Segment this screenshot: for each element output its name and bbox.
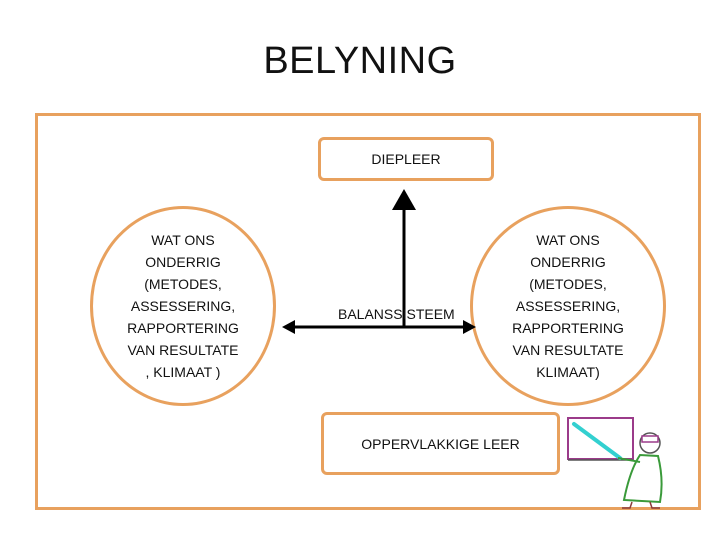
teacher-clipart-icon xyxy=(567,417,663,509)
right-ellipse: WAT ONS ONDERRIG (METODES, ASSESSERING, … xyxy=(470,206,666,406)
slide-title: BELYNING xyxy=(263,40,457,82)
right-ellipse-line: KLIMAAT) xyxy=(536,364,600,380)
left-ellipse-line: (METODES, xyxy=(144,276,222,292)
right-ellipse-line: VAN RESULTATE xyxy=(512,342,624,358)
balanssisteem-label: BALANSSISTEEM xyxy=(338,306,455,322)
right-ellipse-line: (METODES, xyxy=(529,276,607,292)
left-ellipse-line: RAPPORTERING xyxy=(127,320,239,336)
diepleer-box: DIEPLEER xyxy=(318,137,494,181)
oppervlakkige-leer-box: OPPERVLAKKIGE LEER xyxy=(321,412,560,475)
oppervlakkige-leer-label: OPPERVLAKKIGE LEER xyxy=(361,435,520,452)
left-ellipse-line: , KLIMAAT ) xyxy=(145,364,221,380)
right-ellipse-line: ONDERRIG xyxy=(530,254,606,270)
diepleer-label: DIEPLEER xyxy=(371,151,441,167)
right-ellipse-line: RAPPORTERING xyxy=(512,320,624,336)
diagram-frame xyxy=(35,113,701,510)
right-ellipse-line: ASSESSERING, xyxy=(515,298,621,314)
left-ellipse-line: ASSESSERING, xyxy=(130,298,236,314)
left-ellipse: WAT ONS ONDERRIG (METODES, ASSESSERING, … xyxy=(90,206,276,406)
left-ellipse-line: ONDERRIG xyxy=(145,254,221,270)
left-ellipse-line: WAT ONS xyxy=(151,232,215,248)
right-ellipse-line: WAT ONS xyxy=(536,232,600,248)
left-arrowhead xyxy=(282,320,295,334)
left-ellipse-line: VAN RESULTATE xyxy=(127,342,239,358)
right-arrowhead xyxy=(463,320,476,334)
